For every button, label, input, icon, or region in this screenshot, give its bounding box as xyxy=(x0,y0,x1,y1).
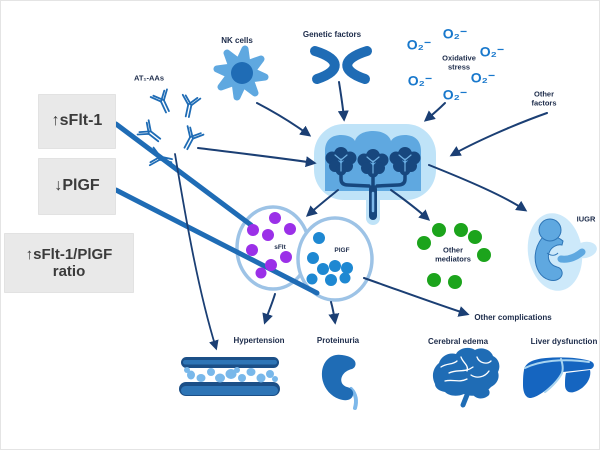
nk-cells-label: NK cells xyxy=(221,36,253,45)
sflt-circle-label: sFlt xyxy=(274,243,286,251)
oxidative-stress-line1: Oxidative xyxy=(442,53,476,63)
sflt1-box: ↑sFlt-1 xyxy=(38,94,116,149)
antibodies-icon xyxy=(136,88,205,171)
proteinuria-label: Proteinuria xyxy=(316,336,360,345)
plgf-box: ↓PlGF xyxy=(38,158,116,215)
superoxide-symbol: O₂⁻ xyxy=(406,36,432,53)
vessel-icon xyxy=(179,357,280,396)
nk-cell-icon xyxy=(213,45,269,101)
iugr-label: IUGR xyxy=(576,214,596,224)
thick-links xyxy=(113,121,320,296)
at1-aas-label: AT₁-AAs xyxy=(133,73,165,83)
other-complications-label: Other complications xyxy=(474,313,552,322)
arrows xyxy=(174,81,548,351)
chromosome-icon xyxy=(310,46,372,84)
other-factors-line2: factors xyxy=(531,99,557,108)
oxidative-stress-label: Oxidative stress xyxy=(442,54,476,73)
sflt-dots xyxy=(246,212,296,279)
superoxide-symbol: O₂⁻ xyxy=(442,86,468,103)
other-factors-label: Other factors xyxy=(531,90,556,109)
cerebral-edema-label: Cerebral edema xyxy=(427,337,489,346)
other-mediators-dots xyxy=(417,223,491,289)
other-mediators-line1: Other xyxy=(442,245,464,255)
sflt1-box-label: ↑sFlt-1 xyxy=(51,112,103,130)
fetus-icon xyxy=(527,213,597,291)
hypertension-label: Hypertension xyxy=(233,336,285,345)
plgf-dots xyxy=(306,232,353,286)
placenta xyxy=(314,124,436,225)
superoxide-symbol: O₂⁻ xyxy=(442,25,468,42)
liver-dysfunction-label: Liver dysfunction xyxy=(530,337,598,346)
kidney-icon xyxy=(321,354,358,410)
other-factors-line1: Other xyxy=(533,89,555,99)
oxidative-stress-line2: stress xyxy=(447,63,471,72)
genetic-factors-label: Genetic factors xyxy=(302,30,362,39)
ratio-box-label-line1: ↑sFlt-1/PlGF xyxy=(25,245,113,263)
superoxide-symbol: O₂⁻ xyxy=(470,69,496,86)
ratio-box: ↑sFlt-1/PlGF ratio xyxy=(4,233,134,293)
other-mediators-line2: mediators xyxy=(435,255,471,264)
plgf-circle-label: PlGF xyxy=(334,246,350,254)
superoxide-symbol: O₂⁻ xyxy=(407,72,433,89)
plgf-box-label: ↓PlGF xyxy=(54,177,100,195)
liver-icon xyxy=(523,357,594,399)
brain-icon xyxy=(432,347,500,408)
other-mediators-label: Other mediators xyxy=(435,246,471,265)
superoxide-symbol: O₂⁻ xyxy=(479,43,505,60)
ratio-box-label-line2: ratio xyxy=(52,263,86,280)
